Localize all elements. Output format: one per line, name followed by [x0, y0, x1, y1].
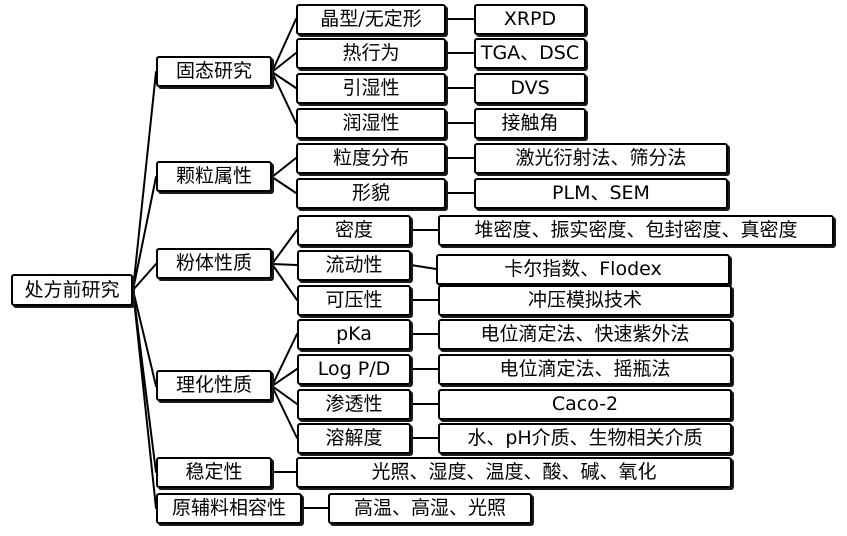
node-method-xrpd: XRPD: [474, 4, 586, 35]
node-property-permeability: 渗透性: [297, 389, 411, 420]
node-category-physchem: 理化性质: [156, 370, 272, 401]
node-method-titration-uv: 电位滴定法、快速紫外法: [438, 319, 732, 350]
edge-p8-m8: [410, 264, 437, 270]
node-root: 处方前研究: [11, 274, 133, 306]
edge-root-c1: [132, 71, 157, 291]
edge-c1-p1: [271, 18, 297, 73]
node-property-hygroscopicity: 引湿性: [296, 73, 446, 104]
node-method-plm-sem: PLM、SEM: [474, 178, 728, 209]
edge-c2-p5: [271, 157, 297, 178]
node-method-contact-angle: 接触角: [474, 108, 586, 139]
node-method-carr-flodex: 卡尔指数、Flodex: [436, 254, 730, 285]
edge-c3-p7: [271, 229, 298, 265]
node-method-media: 水、pH介质、生物相关介质: [438, 423, 732, 454]
edge-c4-p10: [271, 333, 298, 387]
node-property-particle-size: 粒度分布: [296, 143, 446, 174]
edge-c4-p11: [271, 368, 298, 387]
edge-c4-p13: [271, 385, 298, 439]
node-method-laser-sieve: 激光衍射法、筛分法: [474, 143, 728, 174]
node-property-logp: Log P/D: [297, 354, 411, 385]
node-property-flowability: 流动性: [297, 250, 411, 281]
node-category-stability: 稳定性: [156, 457, 272, 488]
node-property-pka: pKa: [297, 319, 411, 350]
edge-c3-p9: [271, 263, 298, 301]
node-category-powder: 粉体性质: [156, 248, 272, 279]
edge-root-c3: [132, 263, 157, 291]
node-method-titration-shake: 电位滴定法、摇瓶法: [438, 354, 732, 385]
edge-root-c6: [132, 289, 157, 509]
node-method-dvs: DVS: [474, 73, 586, 104]
edge-c1-p2: [271, 52, 297, 73]
node-method-stress-conditions: 光照、湿度、温度、酸、碱、氧化: [296, 457, 732, 488]
node-category-compatibility: 原辅料相容性: [156, 493, 302, 524]
edge-c1-p4: [271, 71, 297, 124]
node-method-compat-conditions: 高温、高湿、光照: [328, 493, 532, 524]
node-property-morphology: 形貌: [296, 178, 446, 209]
node-method-caco2: Caco-2: [438, 389, 732, 420]
edge-c2-p6: [271, 176, 297, 194]
edge-root-c2: [132, 176, 157, 291]
node-property-compressibility: 可压性: [297, 285, 411, 316]
node-property-crystal-form: 晶型/无定形: [296, 4, 446, 35]
edge-c1-p3: [271, 71, 297, 89]
edge-root-c4: [132, 289, 157, 387]
edge-c4-p12: [271, 385, 298, 405]
node-category-particle: 颗粒属性: [156, 161, 272, 192]
node-property-density: 密度: [297, 215, 411, 246]
node-property-wettability: 润湿性: [296, 108, 446, 139]
edge-c3-p8: [271, 263, 298, 266]
node-method-densities: 堆密度、振实密度、包封密度、真密度: [438, 215, 834, 246]
node-property-thermal: 热行为: [296, 38, 446, 69]
node-method-tga-dsc: TGA、DSC: [474, 38, 586, 69]
node-category-solid-state: 固态研究: [156, 56, 272, 87]
node-method-compaction-sim: 冲压模拟技术: [438, 285, 732, 316]
node-property-solubility: 溶解度: [297, 423, 411, 454]
